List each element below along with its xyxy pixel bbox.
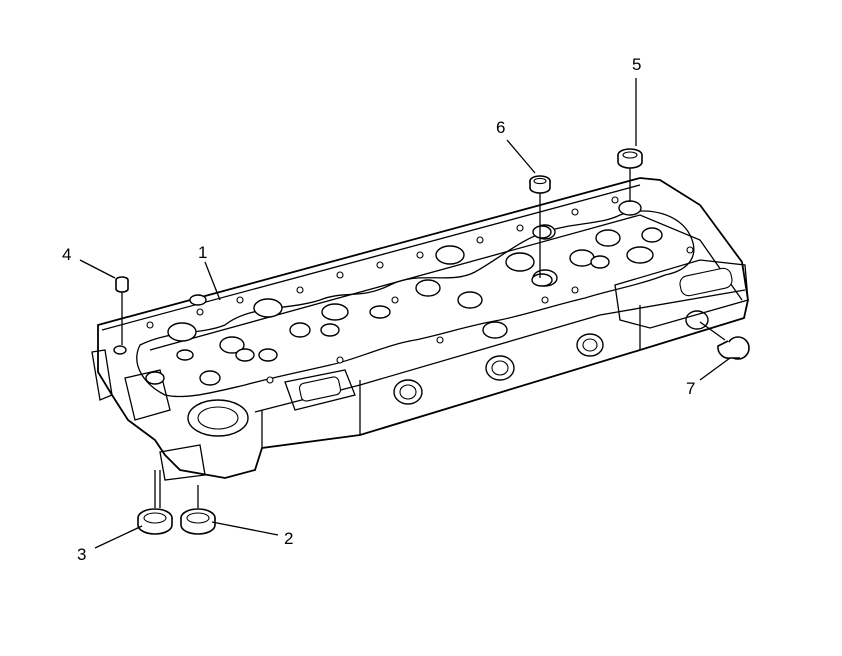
part-3-seal-ring — [137, 470, 173, 535]
deck-holes — [145, 224, 663, 386]
callout-4: 4 — [62, 245, 71, 264]
callout-1: 1 — [198, 243, 207, 262]
callout-5: 5 — [632, 55, 641, 74]
part-5-seal-ring — [617, 148, 643, 202]
part-7-cup-plug — [699, 321, 750, 360]
part-2-seal-ring — [180, 485, 216, 535]
part-4-plug — [115, 276, 129, 345]
callout-3: 3 — [77, 545, 86, 564]
callouts: 1 2 3 4 5 6 7 — [62, 55, 695, 564]
bolt-holes — [146, 196, 694, 384]
cylinder-head — [91, 177, 749, 481]
part-6-seal-ring — [529, 175, 551, 278]
callout-6: 6 — [496, 118, 505, 137]
callout-7: 7 — [686, 379, 695, 398]
leader-lines — [79, 78, 731, 549]
callout-2: 2 — [284, 529, 293, 548]
